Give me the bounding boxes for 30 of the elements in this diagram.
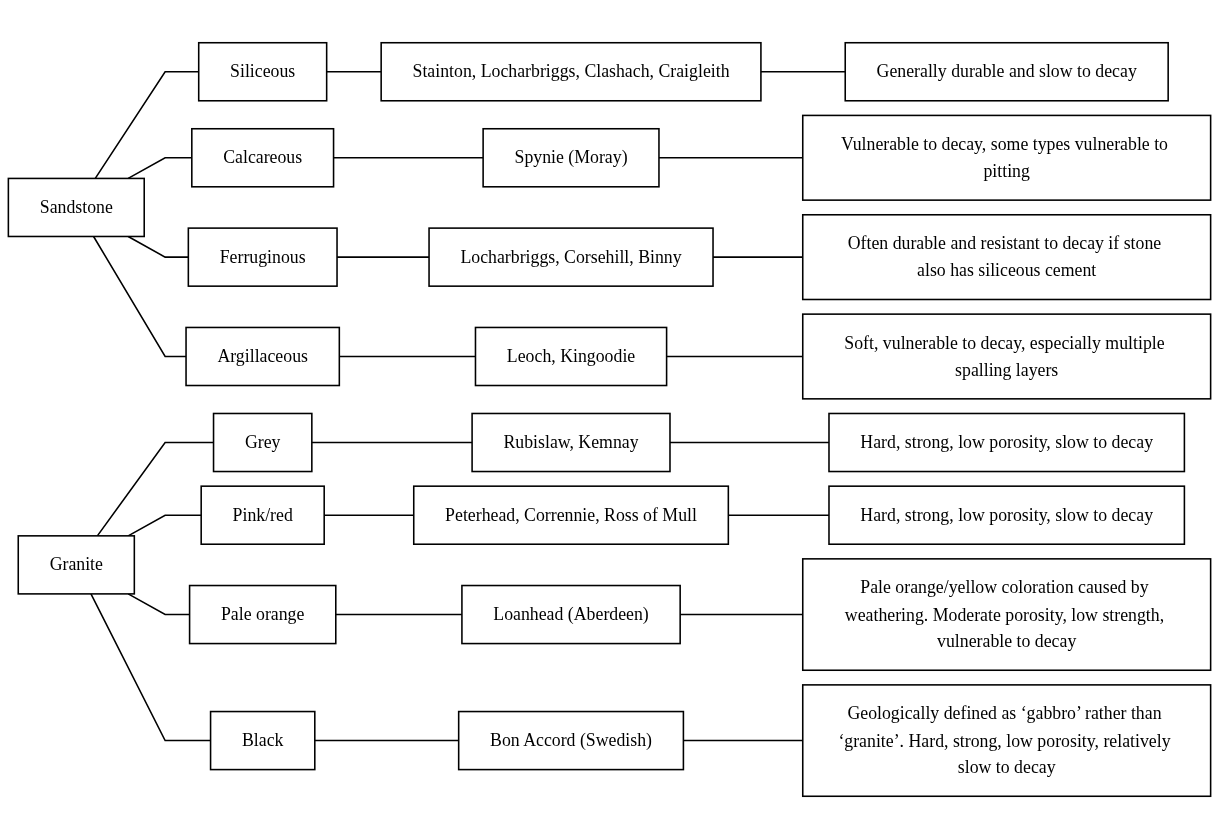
node-box: Granite (17, 535, 136, 595)
node-box: Argillaceous (185, 326, 341, 387)
node-box: Bon Accord (Swedish) (457, 710, 685, 771)
node-box: Pale orange/yellow coloration caused by weathering. Moderate porosity, low strength, vulnerable to decay (801, 558, 1212, 672)
node-box: Geologically defined as ‘gabbro’ rather than ‘granite’. Hard, strong, low porosity, relatively slow to decay (801, 684, 1212, 798)
node-box: Vulnerable to decay, some types vulnerable to pitting (801, 114, 1212, 201)
node-box: Often durable and resistant to decay if stone also has siliceous cement (801, 214, 1212, 301)
node-box: Siliceous (197, 41, 328, 102)
node-box: Loanhead (Aberdeen) (461, 584, 681, 645)
node-box: Sandstone (7, 177, 145, 238)
node-box: Grey (212, 412, 313, 473)
node-box: Black (209, 710, 316, 771)
node-box: Leoch, Kingoodie (474, 326, 668, 387)
connector (760, 70, 846, 73)
connector (92, 235, 187, 358)
node-box: Locharbriggs, Corsehill, Binny (428, 227, 714, 287)
connector (311, 441, 473, 444)
node-box: Peterhead, Corrennie, Ross of Mull (412, 485, 730, 545)
node-box: Spynie (Moray) (482, 127, 660, 188)
node-box: Rubislaw, Kemnay (471, 412, 671, 473)
node-box: Pink/red (200, 485, 325, 545)
node-box: Hard, strong, low porosity, slow to decay (828, 412, 1186, 473)
node-box: Hard, strong, low porosity, slow to decay (828, 485, 1186, 545)
node-box: Generally durable and slow to decay (844, 41, 1169, 102)
node-box: Ferruginous (187, 227, 338, 287)
connector (127, 514, 202, 537)
node-box: Stainton, Locharbriggs, Clashach, Craigleith (380, 41, 762, 102)
node-box: Calcareous (191, 127, 335, 188)
node-box: Soft, vulnerable to decay, especially multiple spalling layers (801, 313, 1212, 400)
node-box: Pale orange (188, 584, 337, 645)
